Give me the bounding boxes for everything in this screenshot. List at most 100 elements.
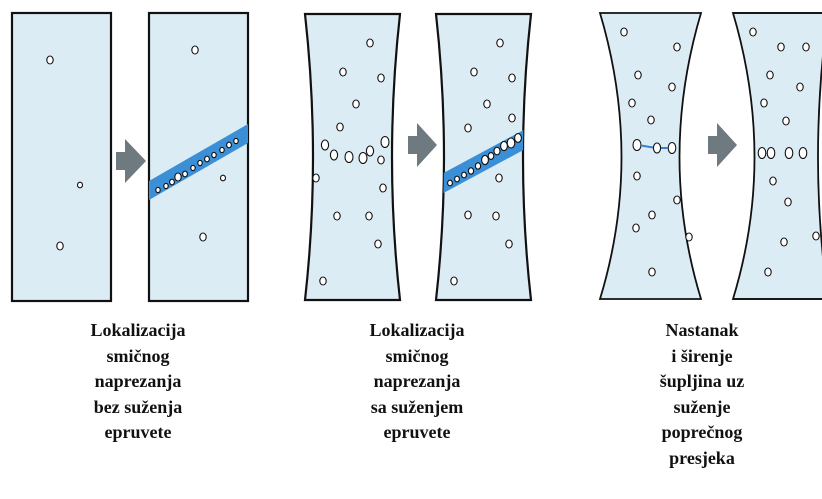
void: [57, 242, 63, 250]
void: [465, 211, 471, 219]
void: [797, 83, 803, 91]
caption-line: sa suženjem: [327, 395, 507, 421]
void: [803, 43, 809, 51]
void: [227, 142, 232, 148]
void: [674, 196, 680, 204]
void: [340, 68, 346, 76]
void: [345, 152, 353, 163]
void: [78, 182, 83, 188]
void: [634, 172, 640, 180]
void: [507, 138, 515, 148]
void: [750, 28, 756, 36]
void: [767, 148, 775, 159]
void: [320, 277, 326, 285]
void: [785, 198, 791, 206]
void: [668, 143, 676, 154]
void: [686, 233, 692, 241]
void: [471, 68, 477, 76]
specimen-necked-initial: [305, 14, 400, 300]
specimen-straight-initial: [12, 13, 111, 301]
void: [234, 138, 238, 143]
void: [635, 71, 641, 79]
void: [767, 71, 773, 79]
caption-line: poprečnog: [612, 420, 792, 446]
void: [761, 99, 767, 107]
void: [164, 183, 168, 188]
void: [380, 184, 386, 192]
caption-line: epruvete: [327, 420, 507, 446]
void: [648, 116, 654, 124]
void: [649, 268, 655, 276]
caption-line: smičnog: [327, 344, 507, 370]
caption-line: presjeka: [612, 446, 792, 472]
void: [799, 148, 807, 159]
caption-line: naprezanja: [327, 369, 507, 395]
void: [212, 152, 216, 157]
void: [221, 175, 226, 181]
void: [509, 74, 515, 82]
caption-line: naprezanja: [48, 369, 228, 395]
void: [192, 46, 198, 54]
void: [337, 123, 343, 131]
void: [200, 233, 206, 241]
void: [313, 174, 319, 182]
void: [649, 211, 655, 219]
caption-void-nucleation-growth: Nastanak i širenje šupljina uz suženje p…: [612, 318, 792, 471]
specimen-necked-shear-band: [436, 14, 531, 300]
void: [781, 238, 787, 246]
void: [375, 240, 381, 248]
void: [778, 43, 784, 51]
caption-shear-localization-no-necking: Lokalizacija smičnog naprezanja bez suže…: [48, 318, 228, 446]
void: [367, 39, 373, 47]
void: [198, 160, 202, 165]
specimen-necked-void-chain: [600, 13, 701, 299]
void: [330, 150, 337, 160]
void: [191, 165, 195, 170]
void: [669, 83, 675, 91]
caption-line: suženje: [612, 395, 792, 421]
void: [496, 174, 502, 182]
void: [366, 146, 373, 156]
void: [629, 99, 635, 107]
void: [765, 268, 771, 276]
specimen-straight-shear-band: [149, 13, 248, 301]
caption-line: šupljina uz: [612, 369, 792, 395]
void: [359, 153, 367, 164]
caption-line: Lokalizacija: [327, 318, 507, 344]
void: [488, 153, 494, 160]
void: [674, 43, 680, 51]
void: [501, 141, 508, 150]
void: [515, 134, 522, 143]
void: [621, 28, 627, 36]
process-arrow: [116, 139, 146, 183]
void: [353, 100, 359, 108]
void: [321, 140, 328, 150]
void: [758, 148, 766, 159]
void: [493, 212, 499, 220]
void: [334, 212, 340, 220]
void: [497, 39, 503, 47]
void: [451, 277, 457, 285]
caption-line: Lokalizacija: [48, 318, 228, 344]
caption-line: smičnog: [48, 344, 228, 370]
void: [455, 176, 460, 182]
void: [783, 117, 789, 125]
void: [465, 124, 471, 132]
void: [381, 137, 389, 148]
void: [813, 232, 819, 240]
void: [170, 179, 175, 185]
specimen-necked-coalesced-voids: [733, 13, 822, 299]
void: [468, 168, 473, 174]
void: [378, 156, 384, 164]
void: [462, 172, 467, 178]
void: [633, 140, 641, 151]
caption-line: Nastanak: [612, 318, 792, 344]
void: [494, 147, 500, 155]
void: [366, 212, 372, 220]
process-arrow: [408, 123, 437, 167]
void: [633, 224, 639, 232]
caption-line: i širenje: [612, 344, 792, 370]
process-arrow: [708, 123, 737, 167]
caption-line: epruvete: [48, 420, 228, 446]
void: [378, 74, 384, 82]
